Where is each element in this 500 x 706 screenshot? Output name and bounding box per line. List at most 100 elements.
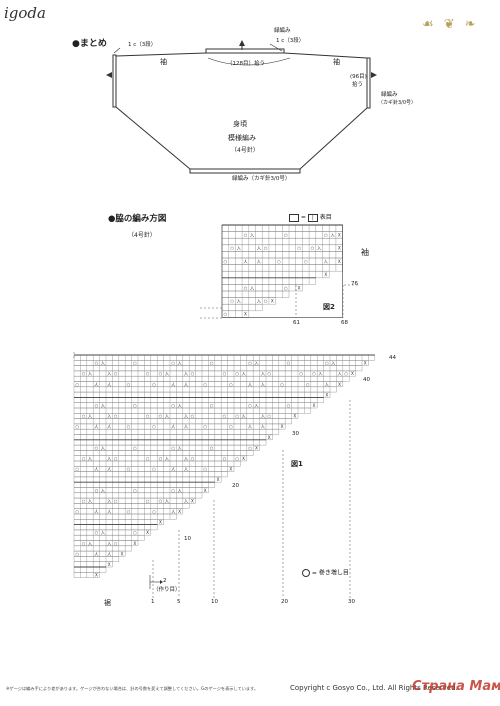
svg-text:Ⅹ: Ⅹ: [268, 435, 271, 440]
svg-text:○: ○: [224, 312, 228, 317]
svg-text:○: ○: [152, 467, 156, 472]
svg-text:Ⅹ: Ⅹ: [293, 414, 296, 419]
svg-text:入: 入: [88, 498, 93, 503]
svg-text:○: ○: [82, 498, 86, 503]
lower-row-label-40: 40: [363, 377, 370, 383]
svg-text:人: 人: [171, 382, 176, 387]
svg-text:○: ○: [223, 414, 227, 419]
svg-text:Ⅹ: Ⅹ: [271, 299, 274, 304]
svg-text:人: 人: [171, 424, 176, 429]
bottom-edge-label: 緑編み（カギ針3/0号）: [232, 176, 291, 182]
svg-text:入: 入: [165, 498, 170, 503]
svg-text:○: ○: [224, 259, 228, 264]
legend-text: 表目: [319, 214, 332, 221]
svg-text:○: ○: [304, 259, 308, 264]
svg-text:入: 入: [101, 530, 106, 535]
svg-text:Ⅹ: Ⅹ: [313, 403, 316, 408]
svg-text:人: 人: [107, 509, 112, 514]
lower-col-label-10: 10: [211, 599, 218, 605]
svg-text:入: 入: [165, 371, 170, 376]
svg-text:○: ○: [191, 371, 195, 376]
svg-text:○: ○: [229, 424, 233, 429]
svg-text:Ⅹ: Ⅹ: [338, 382, 341, 387]
svg-text:Ⅹ: Ⅹ: [178, 509, 181, 514]
svg-text:○: ○: [95, 403, 99, 408]
svg-text:○: ○: [152, 382, 156, 387]
svg-text:○: ○: [133, 403, 137, 408]
svg-text:○: ○: [230, 299, 234, 304]
svg-text:Ⅹ: Ⅹ: [229, 467, 232, 472]
svg-text:入: 入: [318, 371, 323, 376]
svg-text:入: 入: [184, 414, 189, 419]
svg-text:Ⅹ: Ⅹ: [108, 562, 111, 567]
pickup-right-b: 拾う: [352, 82, 364, 88]
svg-text:○: ○: [324, 233, 328, 238]
svg-text:○: ○: [152, 509, 156, 514]
upper-col-label-68: 68: [341, 320, 348, 326]
svg-text:Ⅹ: Ⅹ: [338, 246, 341, 251]
svg-text:入: 入: [254, 361, 259, 366]
svg-text:入: 入: [101, 445, 106, 450]
svg-text:人: 人: [324, 259, 329, 264]
svg-text:○: ○: [133, 488, 137, 493]
svg-text:入: 入: [330, 233, 335, 238]
cast-on-arrow-icon: [149, 575, 163, 589]
svg-text:○: ○: [95, 361, 99, 366]
svg-text:Ⅹ: Ⅹ: [244, 312, 247, 317]
svg-text:○: ○: [127, 509, 131, 514]
svg-text:入: 入: [250, 233, 255, 238]
svg-text:○: ○: [297, 246, 301, 251]
svg-text:入: 入: [257, 299, 262, 304]
svg-text:○: ○: [127, 382, 131, 387]
svg-text:Ⅹ: Ⅹ: [95, 573, 98, 578]
svg-text:○: ○: [95, 488, 99, 493]
svg-text:Ⅹ: Ⅹ: [324, 272, 327, 277]
svg-text:○: ○: [264, 299, 268, 304]
svg-text:人: 人: [184, 382, 189, 387]
svg-text:入: 入: [177, 445, 182, 450]
lower-row-label-44: 44: [389, 355, 396, 361]
svg-text:入: 入: [254, 403, 259, 408]
svg-text:○: ○: [114, 456, 118, 461]
svg-text:人: 人: [94, 424, 99, 429]
svg-text:○: ○: [223, 371, 227, 376]
hook-right-label: （カギ針3/0号）: [378, 100, 417, 106]
svg-text:○: ○: [146, 414, 150, 419]
pattern-label: 模様編み: [228, 134, 256, 142]
svg-text:入: 入: [165, 414, 170, 419]
svg-text:入: 入: [237, 246, 242, 251]
svg-text:人: 人: [171, 467, 176, 472]
svg-text:入: 入: [165, 456, 170, 461]
svg-text:入: 入: [241, 414, 246, 419]
svg-text:人: 人: [94, 467, 99, 472]
summary-heading: ●まとめ: [72, 39, 107, 49]
svg-text:○: ○: [248, 403, 252, 408]
svg-text:○: ○: [146, 456, 150, 461]
svg-text:入: 入: [101, 403, 106, 408]
svg-text:入: 入: [237, 299, 242, 304]
svg-text:○: ○: [267, 414, 271, 419]
pickup-right-a: (96目): [350, 74, 367, 80]
svg-text:○: ○: [248, 445, 252, 450]
svg-text:○: ○: [280, 382, 284, 387]
svg-text:Ⅹ: Ⅹ: [281, 424, 284, 429]
svg-text:○: ○: [133, 445, 137, 450]
svg-text:入: 入: [107, 371, 112, 376]
svg-text:入: 入: [177, 403, 182, 408]
label-1c-left: 1 c（3段）: [128, 42, 157, 48]
svg-text:○: ○: [223, 456, 227, 461]
svg-text:○: ○: [75, 424, 79, 429]
svg-text:○: ○: [203, 467, 207, 472]
svg-text:入: 入: [177, 488, 182, 493]
body-label: 身頃: [233, 120, 247, 128]
svg-text:○: ○: [210, 403, 214, 408]
svg-text:○: ○: [248, 361, 252, 366]
svg-text:○: ○: [210, 361, 214, 366]
svg-text:Ⅹ: Ⅹ: [255, 445, 258, 450]
svg-text:人: 人: [107, 551, 112, 556]
watermark: Страна Мам: [412, 679, 500, 694]
cast-on-label: （作り目）: [153, 587, 181, 593]
diagram-needle: （4号針）: [128, 232, 156, 239]
svg-text:人: 人: [248, 382, 253, 387]
